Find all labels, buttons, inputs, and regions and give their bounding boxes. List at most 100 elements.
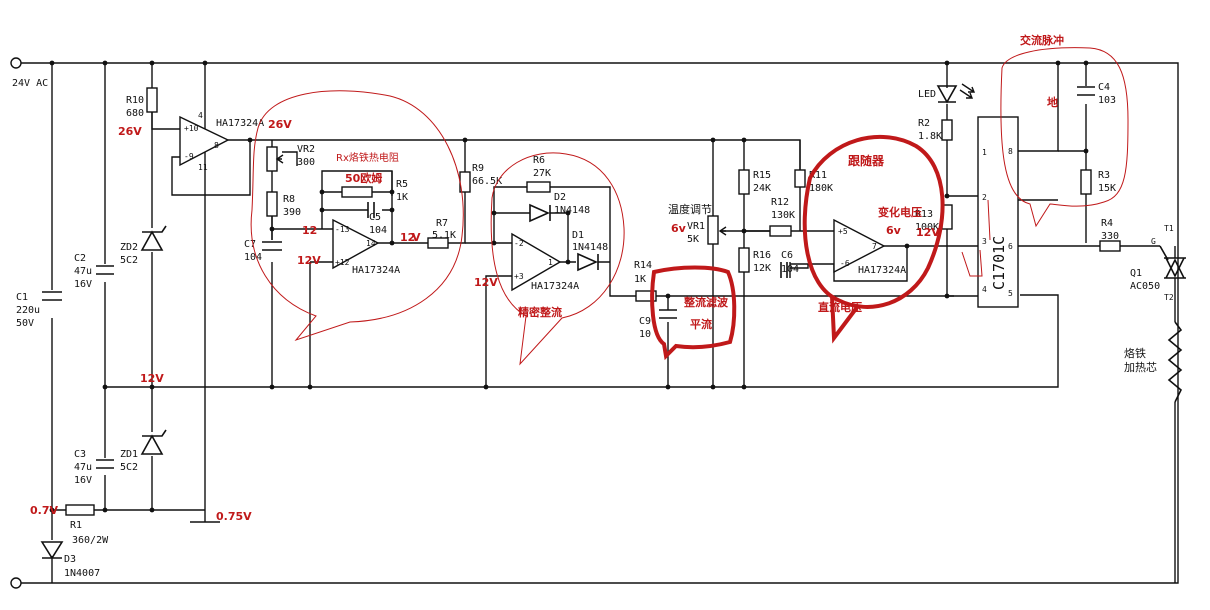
pin-u3-2: -2 [514,239,524,248]
opamp-u4 [833,218,886,274]
label-c7: C7 [244,239,256,250]
annotation-changing-voltage: 变化电压 [878,205,922,219]
resistor-r7 [427,237,449,249]
resistor-r5 [341,186,373,198]
annotation-bubble-rectifier [490,152,625,366]
label-ic: C1701C [990,236,1008,290]
pin-u4-6: -6 [840,259,850,268]
label-c2: C2 [74,253,86,264]
label-r5-value: 1K [396,192,408,203]
resistor-r4 [1099,240,1121,252]
label-r2-value: 1.8K [918,131,942,142]
annotation-filter: 整流滤波 [683,295,729,309]
capacitor-c1 [42,291,62,301]
annotation-075v: 0.75V [216,510,252,523]
pin-u2-14: 14 [366,239,376,248]
capacitor-c2 [96,265,114,275]
triac-q1 [1159,245,1186,279]
annotation-12-input: 12 [302,224,317,237]
annotation-bubble-thermistor [250,90,464,342]
capacitor-c3 [96,459,114,469]
component-labels: 24V AC C1 220u 50V C2 47u 16V C3 47u 16V… [12,78,1174,579]
annotation-thermistor: Rx烙铁热电阻 [336,151,399,164]
label-c6: C6 [781,250,793,261]
annotation-6v-vr1: 6v [671,222,687,235]
label-vr2-value: 300 [297,157,315,168]
capacitor-c9 [659,309,677,319]
resistor-r11 [794,169,806,188]
annotation-12-output: 12 [400,231,415,244]
label-r3-value: 15K [1098,183,1116,194]
label-u2: HA17324A [352,265,400,276]
label-d1: D1 [572,230,584,241]
label-u3: HA17324A [531,281,579,292]
label-u4: HA17324A [858,265,906,276]
label-zd2-value: 5C2 [120,255,138,266]
label-zd1: ZD1 [120,449,138,460]
pin-u1-10: +10 [184,124,199,133]
label-r8-value: 390 [283,207,301,218]
label-c2-value: 47u [74,266,92,277]
label-r11: R11 [809,170,827,181]
supply-terminal-bottom [10,577,22,589]
pin-u1-9: -9 [184,152,194,161]
led-indicator [936,85,958,104]
label-c9: C9 [639,316,651,327]
annotation-12v-follower: 12V [916,226,940,239]
label-zd1-value: 5C2 [120,462,138,473]
label-c3-value: 47u [74,462,92,473]
label-d2: D2 [554,192,566,203]
label-c1-value: 220u [16,305,40,316]
label-r16: R16 [753,250,771,261]
pin-ic-6: 6 [1008,242,1013,251]
annotation-26v-right: 26V [268,118,292,131]
label-r13-value: 100K [915,222,939,233]
pin-u1-4: 4 [198,111,203,120]
label-vr1-value: 5K [687,234,699,245]
resistor-r2 [941,119,953,141]
label-heater: 烙铁 [1124,346,1146,360]
annotation-ground: 地 [1047,95,1058,109]
resistor-r8 [266,191,278,217]
label-c2-rating: 16V [74,279,92,290]
label-r3: R3 [1098,170,1110,181]
resistor-r1 [65,504,95,516]
label-r1: R1 [70,520,82,531]
potentiometer-vr1 [707,215,719,245]
label-heater-core: 加热芯 [1124,360,1157,374]
label-c7-value: 104 [244,252,262,263]
annotation-v-output: V [412,231,421,244]
label-r13: R13 [915,209,933,220]
label-q1: Q1 [1130,268,1142,279]
label-q1-value: AC050 [1130,281,1160,292]
opamp-u1 [179,115,230,167]
annotation-labels: 26V 26V Rx烙铁热电阻 50欧姆 12 12V V 12 12V 精密整… [30,33,1064,523]
zener-zd1 [140,429,167,455]
potentiometer-vr1-wiper [718,226,727,236]
annotation-box-filter [650,265,737,361]
potentiometer-vr2 [266,146,278,172]
pin-u3-1: 1 [548,258,553,267]
label-gate: G [1151,237,1156,246]
annotation-26v-left: 26V [118,125,142,138]
label-d2-value: 1N4148 [554,205,590,216]
label-c1: C1 [16,292,28,303]
label-r4: R4 [1101,218,1113,229]
label-r9: R9 [472,163,484,174]
resistor-r6 [526,181,551,193]
pin-ic-5: 5 [1008,289,1013,298]
potentiometer-vr2-wiper [275,154,284,164]
pin-numbers: 4 +10 -9 8 11 -13 14 +12 -2 1 +3 +5 7 -6… [184,111,1013,298]
pin-u4-5: +5 [838,227,848,236]
label-r12-value: 130K [771,210,795,221]
label-r16-value: 12K [753,263,771,274]
label-c3-rating: 16V [74,475,92,486]
label-t1: T1 [1164,224,1174,233]
label-r15-value: 24K [753,183,771,194]
label-d3: D3 [64,554,76,565]
supply-terminal-top [10,57,22,69]
pin-ic-3: 3 [982,237,987,246]
label-r6-value: 27K [533,168,551,179]
capacitor-c5 [367,202,375,218]
